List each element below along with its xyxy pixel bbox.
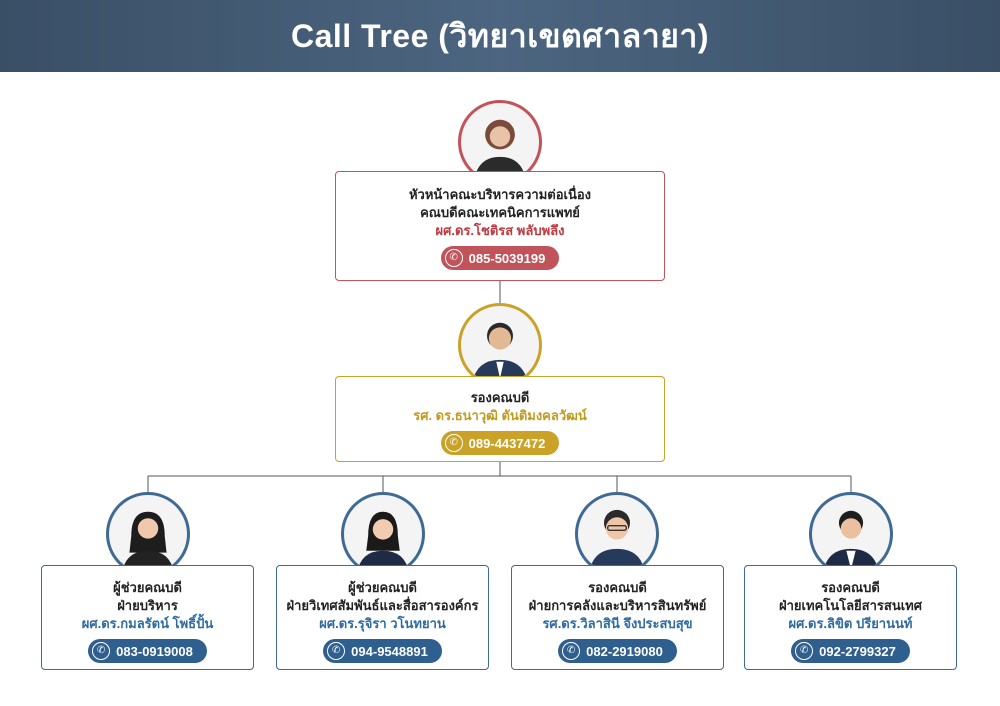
person-name: ผศ.ดร.กมลรัตน์ โพธิ์ปั้น <box>81 616 214 631</box>
person-photo-icon <box>341 492 425 576</box>
person-photo-icon <box>809 492 893 576</box>
phone-icon: ✆ <box>562 642 581 660</box>
person-photo-icon <box>458 303 542 387</box>
phone-badge[interactable]: ✆ 092-2799327 <box>791 639 910 663</box>
card-top: หัวหน้าคณะบริหารความต่อเนื่อง คณบดีคณะเท… <box>335 171 665 281</box>
phone-number: 082-2919080 <box>586 643 663 659</box>
role-subtitle: ฝ่ายการคลังและบริหารสินทรัพย์ <box>528 598 707 613</box>
role-subtitle: คณบดีคณะเทคนิคการแพทย์ <box>420 205 580 220</box>
phone-icon: ✆ <box>444 249 463 267</box>
phone-number: 094-9548891 <box>351 643 428 659</box>
role-subtitle: ฝ่ายบริหาร <box>117 598 178 613</box>
role-title: หัวหน้าคณะบริหารความต่อเนื่อง <box>408 187 592 202</box>
phone-number: 085-5039199 <box>468 250 546 266</box>
role-title: ผู้ช่วยคณบดี <box>348 580 417 595</box>
person-name: รศ. ดร.ธนาวุฒิ ตันติมงคลวัฒน์ <box>413 408 587 423</box>
phone-badge[interactable]: ✆ 083-0919008 <box>88 639 207 663</box>
phone-number: 089-4437472 <box>468 435 546 451</box>
role-title: รองคณบดี <box>821 580 880 595</box>
person-photo-icon <box>106 492 190 576</box>
phone-badge[interactable]: ✆ 085-5039199 <box>440 246 560 270</box>
person-name: ผศ.ดร.รุจิรา วโนทยาน <box>319 616 446 631</box>
phone-icon: ✆ <box>795 642 814 660</box>
phone-icon: ✆ <box>444 434 463 452</box>
phone-number: 083-0919008 <box>116 643 193 659</box>
person-name: ผศ.ดร.โชติรส พลับพลึง <box>435 223 565 238</box>
card-bottom-1: ผู้ช่วยคณบดี ฝ่ายบริหาร ผศ.ดร.กมลรัตน์ โ… <box>41 565 254 670</box>
role-title: ผู้ช่วยคณบดี <box>113 580 182 595</box>
role-title: รองคณบดี <box>588 580 647 595</box>
role-subtitle: ฝ่ายเทคโนโลยีสารสนเทศ <box>779 598 922 613</box>
role-subtitle: ฝ่ายวิเทศสัมพันธ์และสื่อสารองค์กร <box>286 598 479 613</box>
phone-badge[interactable]: ✆ 089-4437472 <box>440 431 560 455</box>
card-middle: รองคณบดี รศ. ดร.ธนาวุฒิ ตันติมงคลวัฒน์ ✆… <box>335 376 665 462</box>
header-banner: Call Tree (วิทยาเขตศาลายา) <box>0 0 1000 72</box>
phone-icon: ✆ <box>327 642 346 660</box>
person-name: รศ.ดร.วิลาสินี จึงประสบสุข <box>542 616 693 631</box>
person-name: ผศ.ดร.ลิขิต ปรียานนท์ <box>788 616 913 631</box>
phone-badge[interactable]: ✆ 082-2919080 <box>558 639 677 663</box>
role-title: รองคณบดี <box>470 390 530 405</box>
person-photo-icon <box>575 492 659 576</box>
phone-badge[interactable]: ✆ 094-9548891 <box>323 639 442 663</box>
phone-icon: ✆ <box>92 642 111 660</box>
phone-number: 092-2799327 <box>819 643 896 659</box>
page-title: Call Tree (วิทยาเขตศาลายา) <box>290 17 710 54</box>
card-bottom-3: รองคณบดี ฝ่ายการคลังและบริหารสินทรัพย์ ร… <box>511 565 724 670</box>
card-bottom-4: รองคณบดี ฝ่ายเทคโนโลยีสารสนเทศ ผศ.ดร.ลิข… <box>744 565 957 670</box>
card-bottom-2: ผู้ช่วยคณบดี ฝ่ายวิเทศสัมพันธ์และสื่อสาร… <box>276 565 489 670</box>
